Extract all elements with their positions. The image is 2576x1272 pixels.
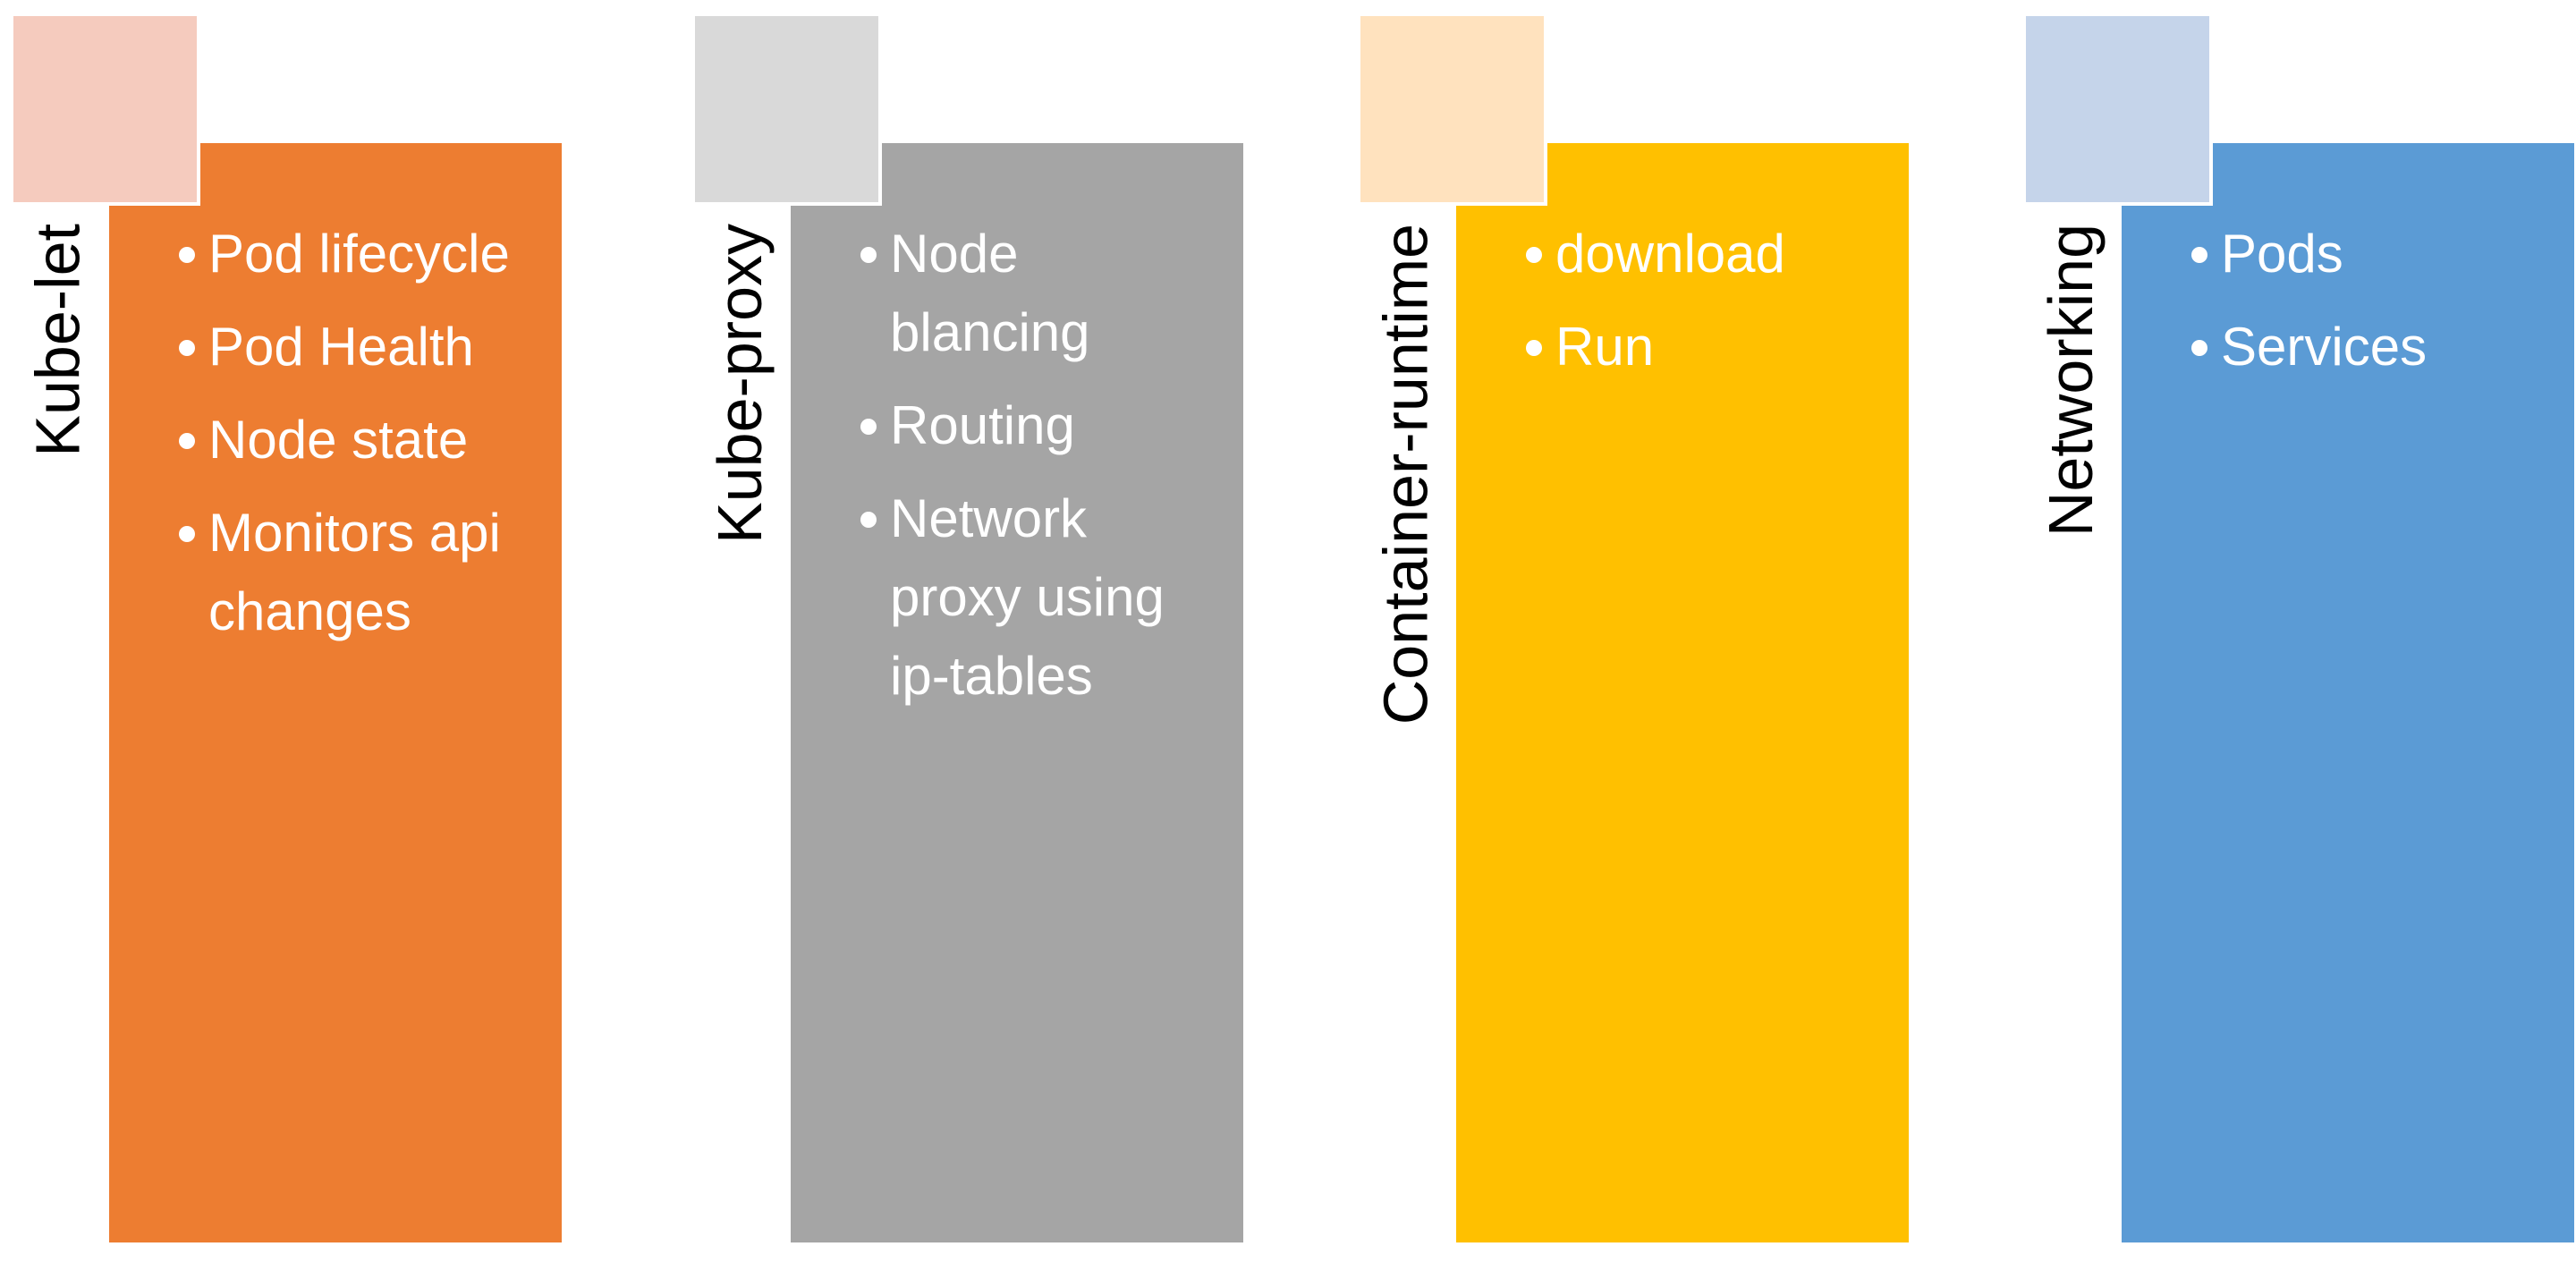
content-box	[1547, 143, 1909, 1242]
accent-square	[2026, 16, 2209, 202]
bullet-item: download	[1526, 215, 1895, 293]
box-strip	[2122, 206, 2213, 1242]
accent-square	[695, 16, 878, 202]
column-title: Networking	[2036, 224, 2106, 538]
bullet-item: Routing	[860, 386, 1230, 465]
column-label: Kube-let	[18, 224, 98, 1118]
bullet-item: Monitors api changes	[179, 494, 548, 651]
column-title: Kube-let	[23, 224, 93, 457]
column-label: Kube-proxy	[699, 224, 780, 1118]
content-box	[882, 143, 1243, 1242]
box-strip	[109, 206, 200, 1242]
accent-square	[13, 16, 197, 202]
bullet-item: Node state	[179, 401, 548, 479]
bullet-item: Pod Health	[179, 308, 548, 386]
bullet-item: Node blancing	[860, 215, 1230, 372]
bullet-item: Pod lifecycle	[179, 215, 548, 293]
bullet-item: Run	[1526, 308, 1895, 386]
column-label: Container-runtime	[1365, 224, 1445, 1118]
bullet-item: Services	[2191, 308, 2561, 386]
bullet-item: Network proxy using ip-tables	[860, 479, 1230, 716]
column-label: Networking	[2030, 224, 2111, 1118]
bullet-item: Pods	[2191, 215, 2561, 293]
box-strip	[1456, 206, 1547, 1242]
column-title: Kube-proxy	[705, 224, 775, 544]
box-strip	[791, 206, 882, 1242]
content-box	[2213, 143, 2574, 1242]
content-box	[200, 143, 562, 1242]
column-title: Container-runtime	[1370, 224, 1440, 725]
accent-square	[1360, 16, 1544, 202]
